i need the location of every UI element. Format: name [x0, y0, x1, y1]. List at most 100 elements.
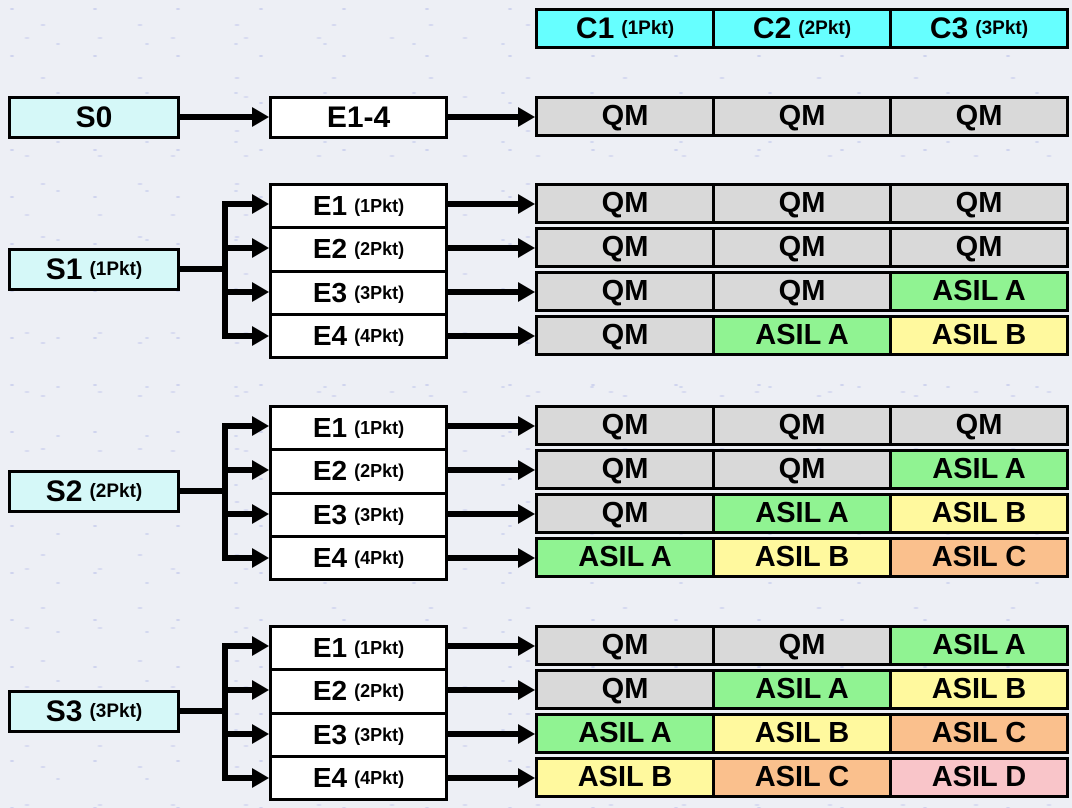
header-label: C3: [929, 11, 969, 45]
arrowhead-icon: [518, 238, 535, 258]
exposure-label: E2: [312, 455, 348, 487]
arrow-e-to-result: [448, 107, 535, 127]
severity-label: S2: [45, 474, 83, 508]
trunk-line: [222, 201, 228, 339]
exposure-box-e1: E1 (1Pkt): [272, 408, 445, 448]
arrow-shaft: [222, 245, 252, 251]
result-cell: QM: [538, 496, 712, 531]
exposure-points-label: (4Pkt): [354, 547, 405, 568]
section-s1: S1 (1Pkt) E1 (1Pkt) E2 (2Pkt) E3 (3Pkt) …: [0, 183, 1072, 359]
arrowhead-icon: [518, 768, 535, 788]
result-cell: ASIL A: [712, 318, 889, 353]
severity-box-s2: S2 (2Pkt): [8, 470, 180, 513]
exposure-stack-s3: E1 (1Pkt) E2 (2Pkt) E3 (3Pkt) E4 (4Pkt): [269, 625, 448, 801]
trunk-line: [222, 643, 228, 781]
header-points-label: (3Pkt): [975, 18, 1029, 39]
result-row-s0: QM QM QM: [535, 96, 1069, 137]
exposure-stack-s2: E1 (1Pkt) E2 (2Pkt) E3 (3Pkt) E4 (4Pkt): [269, 405, 448, 581]
exposure-box-e4: E4 (4Pkt): [272, 534, 445, 578]
result-cell: QM: [538, 408, 712, 443]
arrowhead-icon: [252, 680, 269, 700]
result-cell: ASIL D: [889, 760, 1066, 795]
result-cell: QM: [712, 452, 889, 487]
exposure-points-label: (2Pkt): [354, 681, 405, 702]
arrow-e-to-result: [448, 282, 535, 302]
result-row-s2-e2: QM QM ASIL A: [535, 449, 1069, 490]
header-points-label: (2Pkt): [798, 18, 852, 39]
severity-points-label: (3Pkt): [89, 701, 143, 722]
exposure-points-label: (1Pkt): [354, 638, 405, 659]
arrow-shaft: [222, 643, 252, 649]
arrow-shaft: [448, 643, 518, 649]
result-cell: ASIL C: [889, 716, 1066, 751]
exposure-points-label: (3Pkt): [354, 724, 405, 745]
arrow-shaft: [222, 511, 252, 517]
arrowhead-icon: [518, 724, 535, 744]
arrow-shaft: [222, 731, 252, 737]
result-cell: QM: [538, 230, 712, 265]
arrow-shaft: [222, 687, 252, 693]
result-row-s3-e4: ASIL B ASIL C ASIL D: [535, 757, 1069, 798]
arrowhead-icon: [252, 326, 269, 346]
exposure-box-e3: E3 (3Pkt): [272, 269, 445, 313]
arrowhead-icon: [518, 282, 535, 302]
header-cell-c3: C3 (3Pkt): [889, 11, 1066, 46]
arrow-e-to-result: [448, 326, 535, 346]
arrowhead-icon: [518, 460, 535, 480]
exposure-stack-s1: E1 (1Pkt) E2 (2Pkt) E3 (3Pkt) E4 (4Pkt): [269, 183, 448, 359]
header-points-label: (1Pkt): [621, 18, 675, 39]
severity-points-label: (2Pkt): [89, 481, 143, 502]
result-cell: QM: [712, 230, 889, 265]
exposure-box-e1: E1 (1Pkt): [272, 628, 445, 668]
result-row-s3-e1: QM QM ASIL A: [535, 625, 1069, 666]
arrowhead-icon: [252, 724, 269, 744]
arrowhead-icon: [252, 460, 269, 480]
arrow-shaft: [448, 114, 518, 120]
result-cell: QM: [712, 274, 889, 309]
connector-line: [180, 708, 226, 714]
result-cell: QM: [538, 274, 712, 309]
branch-arrow: [222, 768, 269, 788]
arrow-shaft: [222, 555, 252, 561]
header-label: C2: [752, 11, 792, 45]
branch-arrow: [222, 460, 269, 480]
severity-box-s3: S3 (3Pkt): [8, 690, 180, 733]
section-s2: S2 (2Pkt) E1 (1Pkt) E2 (2Pkt) E3 (3Pkt) …: [0, 405, 1072, 581]
result-cell: ASIL A: [712, 496, 889, 531]
header-cell-c1: C1 (1Pkt): [538, 11, 712, 46]
exposure-points-label: (3Pkt): [354, 282, 405, 303]
arrow-shaft: [222, 333, 252, 339]
severity-box-s0: S0: [8, 96, 180, 139]
arrow-shaft: [222, 423, 252, 429]
arrowhead-icon: [252, 282, 269, 302]
exposure-box-e3: E3 (3Pkt): [272, 491, 445, 535]
exposure-points-label: (4Pkt): [354, 767, 405, 788]
exposure-label: E4: [312, 761, 348, 793]
exposure-label: E2: [312, 233, 348, 265]
arrow-e-to-result: [448, 238, 535, 258]
exposure-label: E1: [312, 412, 348, 444]
arrow-shaft: [448, 245, 518, 251]
arrow-e-to-result: [448, 636, 535, 656]
exposure-points-label: (1Pkt): [354, 418, 405, 439]
arrow-e-to-result: [448, 768, 535, 788]
result-cell: ASIL B: [889, 318, 1066, 353]
arrowhead-icon: [518, 416, 535, 436]
exposure-label: E4: [312, 541, 348, 573]
controllability-header-row: C1 (1Pkt) C2 (2Pkt) C3 (3Pkt): [535, 8, 1069, 49]
arrow-shaft: [222, 467, 252, 473]
arrowhead-icon: [252, 548, 269, 568]
exposure-points-label: (1Pkt): [354, 196, 405, 217]
result-row-s1-e2: QM QM QM: [535, 227, 1069, 268]
arrow-shaft: [222, 289, 252, 295]
connector-line: [180, 488, 226, 494]
arrow-shaft: [222, 775, 252, 781]
arrow-shaft: [448, 555, 518, 561]
exposure-label: E4: [312, 319, 348, 351]
branch-arrow: [222, 636, 269, 656]
severity-box-s1: S1 (1Pkt): [8, 248, 180, 291]
exposure-box-e1-4: E1-4: [269, 96, 448, 139]
branch-arrow: [222, 680, 269, 700]
result-cell: QM: [712, 628, 889, 663]
